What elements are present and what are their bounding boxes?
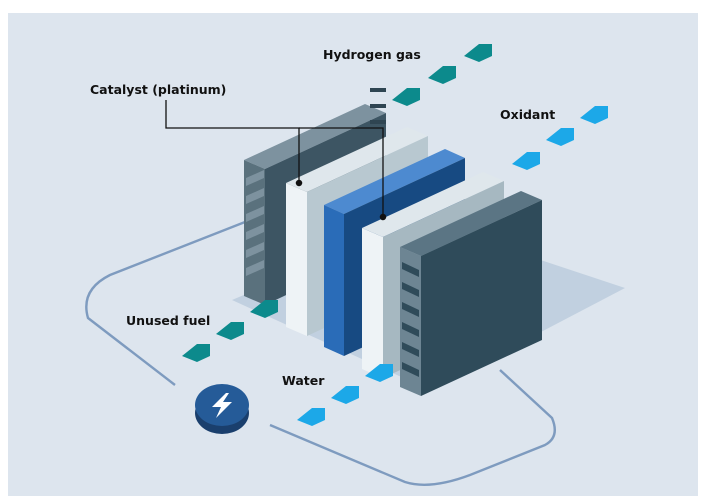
hydrogen-gas-arrows (392, 44, 492, 106)
circuit-wire (85, 220, 556, 486)
water-label: Water (282, 373, 325, 388)
oxidant-label: Oxidant (500, 107, 556, 122)
power-source[interactable] (195, 384, 249, 434)
catalyst-label: Catalyst (platinum) (90, 82, 227, 97)
lightning-bolt-icon (212, 393, 232, 418)
hydrogen-gas-label: Hydrogen gas (323, 47, 421, 62)
water-arrows (297, 364, 393, 426)
unused-fuel-label: Unused fuel (126, 313, 211, 328)
catalyst-callout (165, 100, 387, 221)
unused-fuel-arrows (182, 300, 278, 362)
oxidant-arrows (512, 106, 608, 170)
cathode-end-plate (400, 191, 542, 396)
